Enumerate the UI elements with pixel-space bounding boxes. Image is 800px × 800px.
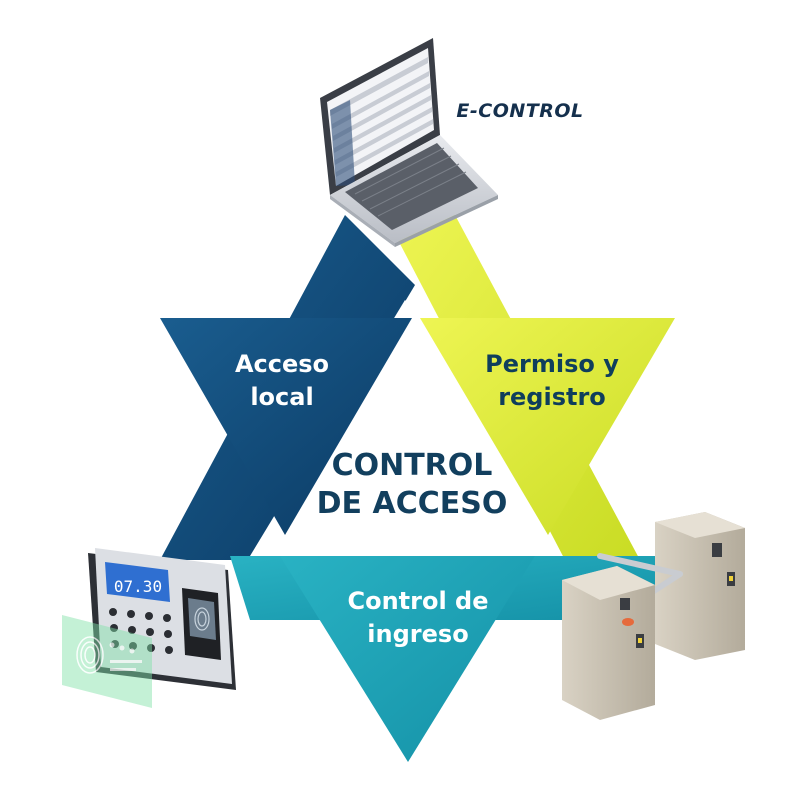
label-permiso-line1: Permiso y — [485, 350, 619, 378]
inner-triangle — [250, 300, 560, 556]
label-permiso-line2: registro — [498, 383, 606, 411]
label-acceso-local-line1: Acceso — [235, 350, 329, 378]
time-clock-display: 07.30 — [114, 577, 162, 596]
arrow-acceso-local — [160, 318, 412, 535]
arrow-control-ingreso — [280, 556, 535, 762]
center-title-line1: CONTROL — [332, 448, 493, 483]
label-ingreso-line2: ingreso — [367, 620, 468, 648]
label-acceso-local-line2: local — [250, 383, 313, 411]
arrow-permiso-registro — [420, 318, 675, 535]
fingerprint-card-icon — [62, 615, 152, 708]
label-ingreso-line1: Control de — [347, 587, 488, 615]
laptop-icon — [320, 38, 498, 247]
turnstile-icon — [562, 512, 745, 720]
center-title-line2: DE ACCESO — [317, 486, 508, 521]
econtrol-logo: E-CONTROL — [456, 100, 583, 122]
fingerprint-time-clock-icon: 07.30 — [88, 548, 236, 690]
triangle-frame — [160, 215, 675, 762]
